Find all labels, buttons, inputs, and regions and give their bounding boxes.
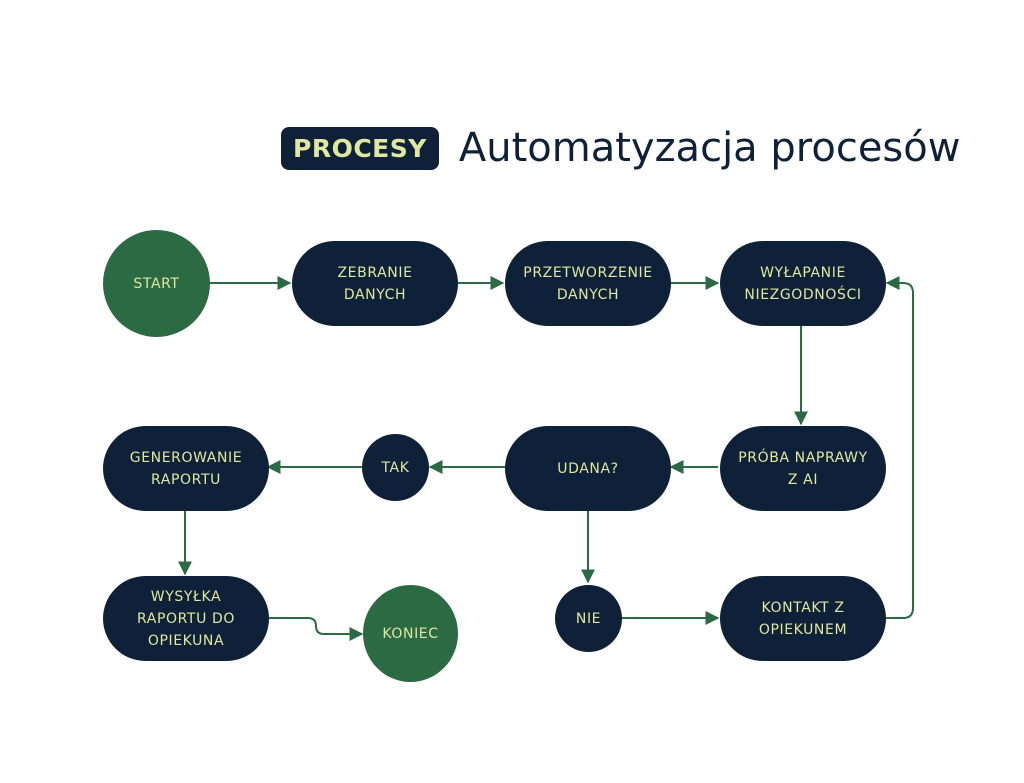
node-generate-report: GENEROWANIE RAPORTU [103,426,269,511]
node-yes: TAK [362,434,429,501]
node-success-decision: UDANA? [505,426,671,511]
page-title: Automatyzacja procesów [458,125,961,171]
node-send-report: WYSYŁKA RAPORTU DO OPIEKUNA [103,576,269,661]
arrow-send-to-end [268,617,364,641]
header: PROCESY Automatyzacja procesów [281,120,960,176]
node-end: KONIEC [363,585,458,682]
node-no: NIE [555,585,622,652]
node-ai-repair: PRÓBA NAPRAWY Z AI [720,426,886,511]
node-process-data: PRZETWORZENIE DANYCH [505,241,671,326]
arrow-contact-to-detect [883,276,914,619]
node-collect-data: ZEBRANIE DANYCH [292,241,458,326]
node-start: START [103,230,210,337]
node-detect-mismatch: WYŁAPANIE NIEZGODNOŚCI [720,241,886,326]
node-contact-caretaker: KONTAKT Z OPIEKUNEM [720,576,886,661]
procesy-badge: PROCESY [281,126,439,170]
